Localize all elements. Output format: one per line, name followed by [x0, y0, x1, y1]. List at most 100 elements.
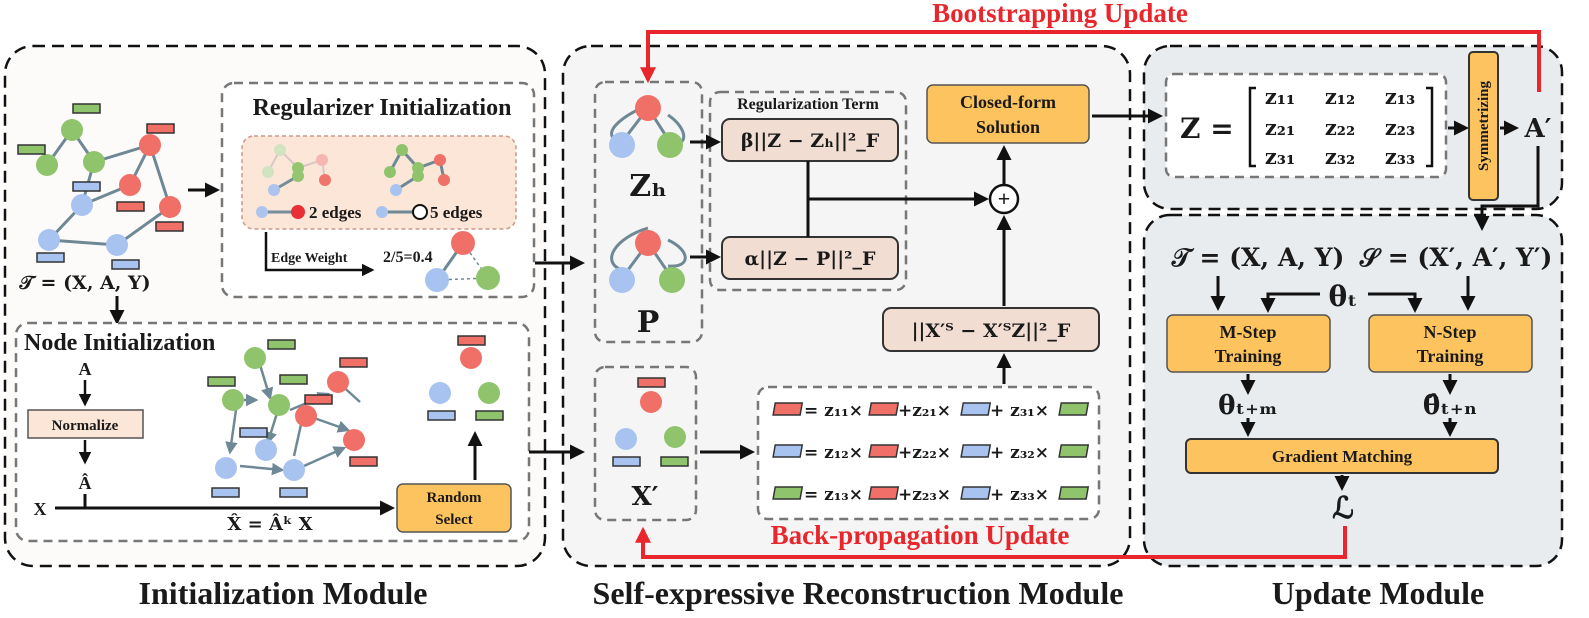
zh-graph	[609, 95, 686, 158]
plus-label: +	[998, 186, 1011, 211]
nstep-label-1: N-Step	[1424, 322, 1477, 342]
edge-weight-arrow	[264, 232, 375, 277]
arrow-theta-nstep	[1368, 292, 1423, 313]
beta-term-label: β||Z − Zₕ||²_F	[741, 130, 880, 152]
theta-tn-label: θ̂ₜ₊ₙ	[1423, 391, 1477, 421]
matrix-cell: z₂₂	[1325, 115, 1355, 140]
combo-coef-2: +z₂₂×	[898, 443, 951, 463]
bootstrapping-label: Bootstrapping Update	[932, 0, 1188, 28]
feature-icon-red	[868, 402, 900, 416]
feature-icon-blue	[960, 444, 992, 458]
feature-icon-green	[1058, 444, 1090, 458]
combo-coef-2: +z₂₁×	[898, 401, 951, 421]
xprime-nodes	[612, 377, 689, 467]
z-eq-label: Z =	[1180, 112, 1234, 145]
matrix-cell: z₃₂	[1325, 144, 1355, 169]
feature-icon-green	[1058, 486, 1090, 500]
feature-icon-lhs	[772, 444, 804, 458]
symmetrizing-box	[1468, 51, 1499, 201]
node-init-title: Node Initialization	[24, 330, 215, 356]
gradient-matching-label: Gradient Matching	[1272, 447, 1413, 466]
weighted-triangle	[425, 231, 500, 292]
reg-init-title: Regularizer Initialization	[253, 95, 512, 121]
closed-form-label-1: Closed-form	[960, 92, 1056, 112]
T-def-label: 𝒯 = (X, A, Y)	[1171, 243, 1345, 272]
random-select-label-2: Select	[435, 512, 472, 528]
feature-icon-lhs	[772, 486, 804, 500]
recon-term-label: ||X′ᵀ − X′ᵀZ||²_F	[912, 320, 1071, 342]
input-graph	[17, 103, 184, 270]
feature-icon-green	[1058, 402, 1090, 416]
reg-term-box	[708, 90, 908, 292]
node-X-label: X	[34, 499, 47, 519]
random-select-label-1: Random	[426, 490, 482, 506]
beta-term-box	[721, 118, 899, 162]
linear-combo-rows: = z₁₁×+z₂₁×+ z₃₁×= z₁₂×+z₂₂×+ z₃₂×= z₁₃×…	[772, 401, 1090, 505]
backprop-arrow	[635, 526, 1347, 559]
alpha-term-box	[721, 236, 899, 280]
plus-node	[988, 183, 1020, 215]
linear-combo-box	[756, 385, 1101, 521]
p-label: P	[637, 305, 660, 340]
reg-init-inner-box	[241, 135, 517, 230]
bootstrapping-arrow	[640, 30, 1541, 92]
matrix-cell: z₂₁	[1265, 115, 1295, 140]
aprime-label: A′	[1523, 114, 1551, 144]
feature-icon-red	[868, 486, 900, 500]
symmetrizing-label: Symmetrizing	[1476, 81, 1492, 171]
random-select-button	[396, 483, 512, 533]
edges2-label: 2 edges	[309, 203, 362, 222]
recon-term-box	[882, 307, 1100, 352]
reg-graph-5edges	[376, 144, 450, 220]
feature-icon-red	[868, 444, 900, 458]
selected-nodes	[427, 335, 504, 421]
loss-label: ℒ	[1332, 491, 1354, 526]
input-graph-features	[17, 103, 184, 270]
matrix-cell: z₁₁	[1265, 84, 1295, 109]
feature-icon-lhs	[772, 402, 804, 416]
normalize-box	[27, 409, 144, 439]
ratio-label: 2/5=0.4	[383, 249, 433, 266]
combo-coef-3: + z₃₁×	[990, 401, 1049, 421]
zh-label: Zₕ	[629, 169, 667, 204]
p-graph	[609, 226, 687, 293]
mstep-label-2: Training	[1215, 346, 1282, 366]
theta-t-label: θₜ	[1328, 280, 1357, 313]
matrix-cell: z₁₃	[1385, 84, 1415, 109]
input-graph-nodes	[36, 119, 181, 256]
arrow-theta-mstep	[1260, 292, 1320, 313]
edge-weight-label: Edge Weight	[271, 251, 348, 266]
closed-form-box	[926, 84, 1090, 144]
xhat-eq-label: X̂ = Âᵏ X	[227, 512, 312, 535]
theta-tm-label: θₜ₊ₘ	[1218, 391, 1278, 421]
mstep-label-1: M-Step	[1220, 322, 1277, 342]
reg-graph-2edges	[256, 144, 331, 219]
feature-icon-blue	[960, 402, 992, 416]
edges5-label: 5 edges	[430, 203, 483, 222]
matrix-cell: z₃₁	[1265, 144, 1295, 169]
normalize-label: Normalize	[52, 418, 119, 434]
alpha-term-label: α||Z − P||²_F	[745, 248, 876, 270]
update-module-title: Update Module	[1272, 575, 1484, 611]
nstep-box	[1368, 314, 1533, 373]
feature-icon-blue	[960, 486, 992, 500]
matrix-bracket-right	[1426, 86, 1434, 168]
matrix-cell: z₃₃	[1385, 144, 1415, 169]
mstep-box	[1166, 314, 1331, 373]
z-matrix-box	[1164, 72, 1448, 179]
node-A-label: A	[79, 359, 92, 379]
matrix-bracket-left	[1248, 86, 1256, 168]
matrix-cell: z₂₃	[1385, 115, 1415, 140]
recon-module-title: Self-expressive Reconstruction Module	[593, 575, 1124, 611]
combo-coef-1: = z₁₂×	[804, 443, 863, 463]
graph-T-label: 𝒯 = (X, A, Y)	[18, 272, 150, 294]
update-module-bottom-box	[1142, 213, 1564, 568]
combo-coef-1: = z₁₃×	[804, 485, 863, 505]
combo-coef-2: +z₂₃×	[898, 485, 951, 505]
reg-term-title: Regularization Term	[737, 96, 879, 113]
closed-form-label-2: Solution	[976, 117, 1040, 137]
arrow-aprime-S	[1474, 146, 1540, 231]
